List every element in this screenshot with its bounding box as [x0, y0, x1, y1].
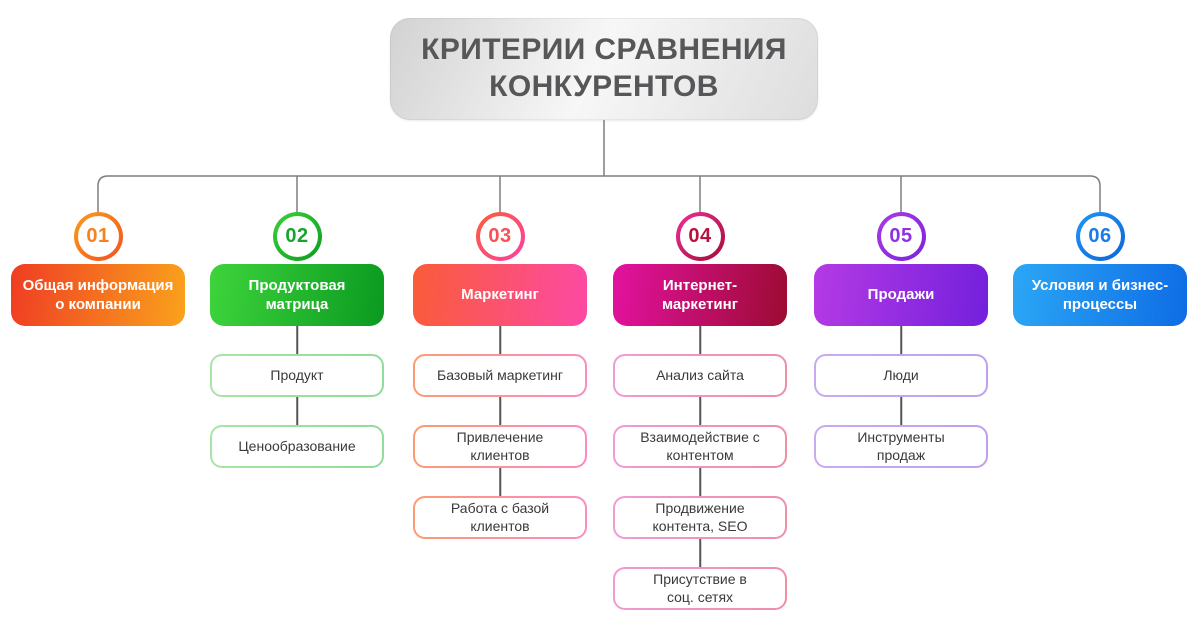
- step-badge-inner: 06: [1079, 216, 1121, 257]
- category-label: Общая информация о компании: [22, 276, 174, 314]
- step-badge-inner: 03: [479, 216, 521, 257]
- category-box-1: Общая информация о компании: [11, 264, 185, 326]
- category-box-3: Маркетинг: [413, 264, 587, 326]
- criteria-box: Продвижение контента, SEO: [613, 496, 787, 539]
- criteria-label: Продвижение контента, SEO: [652, 500, 748, 534]
- step-number: 03: [488, 225, 512, 247]
- criteria-label: Ценообразование: [238, 437, 356, 454]
- criteria-box-inner: Взаимодействие с контентом: [615, 427, 785, 466]
- criteria-box-inner: Привлечение клиентов: [415, 427, 585, 466]
- branch-3: 03 Маркетинг Базовый маркетинг Привлечен…: [413, 212, 587, 539]
- step-badge-inner: 01: [77, 216, 119, 257]
- step-number: 02: [285, 225, 309, 247]
- category-box-5: Продажи: [814, 264, 988, 326]
- step-badge-05: 05: [876, 212, 926, 261]
- criteria-box: Продукт: [210, 354, 384, 397]
- step-badge-04: 04: [675, 212, 725, 261]
- criteria-box: Базовый маркетинг: [413, 354, 587, 397]
- branch-4: 04 Интернет- маркетинг Анализ сайта Взаи…: [613, 212, 787, 610]
- branch-6: 06 Условия и бизнес- процессы: [1013, 212, 1187, 326]
- criteria-box-inner: Продвижение контента, SEO: [615, 498, 785, 537]
- step-number: 06: [1088, 225, 1112, 247]
- criteria-box: Ценообразование: [210, 425, 384, 468]
- step-number: 04: [688, 225, 712, 247]
- criteria-label: Взаимодействие с контентом: [640, 429, 760, 463]
- category-label: Интернет- маркетинг: [662, 276, 738, 314]
- step-badge-inner: 05: [880, 216, 922, 257]
- criteria-label: Продукт: [270, 366, 324, 383]
- category-label: Условия и бизнес- процессы: [1031, 276, 1169, 314]
- category-label: Продуктовая матрица: [248, 276, 346, 314]
- title-box: КРИТЕРИИ СРАВНЕНИЯ КОНКУРЕНТОВ: [390, 18, 818, 120]
- title-text: КРИТЕРИИ СРАВНЕНИЯ КОНКУРЕНТОВ: [421, 33, 787, 103]
- criteria-box-inner: Ценообразование: [212, 427, 382, 466]
- criteria-box-inner: Присутствие в соц. сетях: [615, 569, 785, 608]
- criteria-label: Анализ сайта: [656, 366, 744, 383]
- criteria-box-inner: Работа с базой клиентов: [415, 498, 585, 537]
- criteria-label: Привлечение клиентов: [456, 429, 544, 463]
- step-badge-inner: 02: [276, 216, 318, 257]
- branch-5: 05 Продажи Люди Инструменты продаж: [814, 212, 988, 468]
- criteria-label: Люди: [883, 366, 919, 383]
- criteria-label: Базовый маркетинг: [437, 366, 563, 383]
- criteria-box-inner: Продукт: [212, 356, 382, 395]
- connector-bus: [97, 175, 1101, 213]
- criteria-label: Работа с базой клиентов: [450, 500, 550, 534]
- step-number: 05: [889, 225, 913, 247]
- category-box-2: Продуктовая матрица: [210, 264, 384, 326]
- criteria-box: Присутствие в соц. сетях: [613, 567, 787, 610]
- criteria-box: Привлечение клиентов: [413, 425, 587, 468]
- category-box-4: Интернет- маркетинг: [613, 264, 787, 326]
- category-label: Продажи: [867, 286, 935, 304]
- criteria-box: Взаимодействие с контентом: [613, 425, 787, 468]
- step-badge-01: 01: [73, 212, 123, 261]
- step-badge-inner: 04: [679, 216, 721, 257]
- step-badge-03: 03: [475, 212, 525, 261]
- category-box-6: Условия и бизнес- процессы: [1013, 264, 1187, 326]
- criteria-box-inner: Инструменты продаж: [816, 427, 986, 466]
- step-badge-02: 02: [272, 212, 322, 261]
- criteria-box-inner: Базовый маркетинг: [415, 356, 585, 395]
- criteria-box: Инструменты продаж: [814, 425, 988, 468]
- step-badge-06: 06: [1075, 212, 1125, 261]
- branch-1: 01 Общая информация о компании: [11, 212, 185, 326]
- step-number: 01: [86, 225, 110, 247]
- criteria-box: Люди: [814, 354, 988, 397]
- criteria-box-inner: Анализ сайта: [615, 356, 785, 395]
- branch-2: 02 Продуктовая матрица Продукт Ценообраз…: [210, 212, 384, 468]
- criteria-box-inner: Люди: [816, 356, 986, 395]
- criteria-label: Инструменты продаж: [857, 429, 945, 463]
- criteria-box: Работа с базой клиентов: [413, 496, 587, 539]
- sub-connector-line: [499, 326, 501, 517]
- category-label: Маркетинг: [461, 286, 539, 304]
- criteria-label: Присутствие в соц. сетях: [653, 571, 747, 605]
- criteria-box: Анализ сайта: [613, 354, 787, 397]
